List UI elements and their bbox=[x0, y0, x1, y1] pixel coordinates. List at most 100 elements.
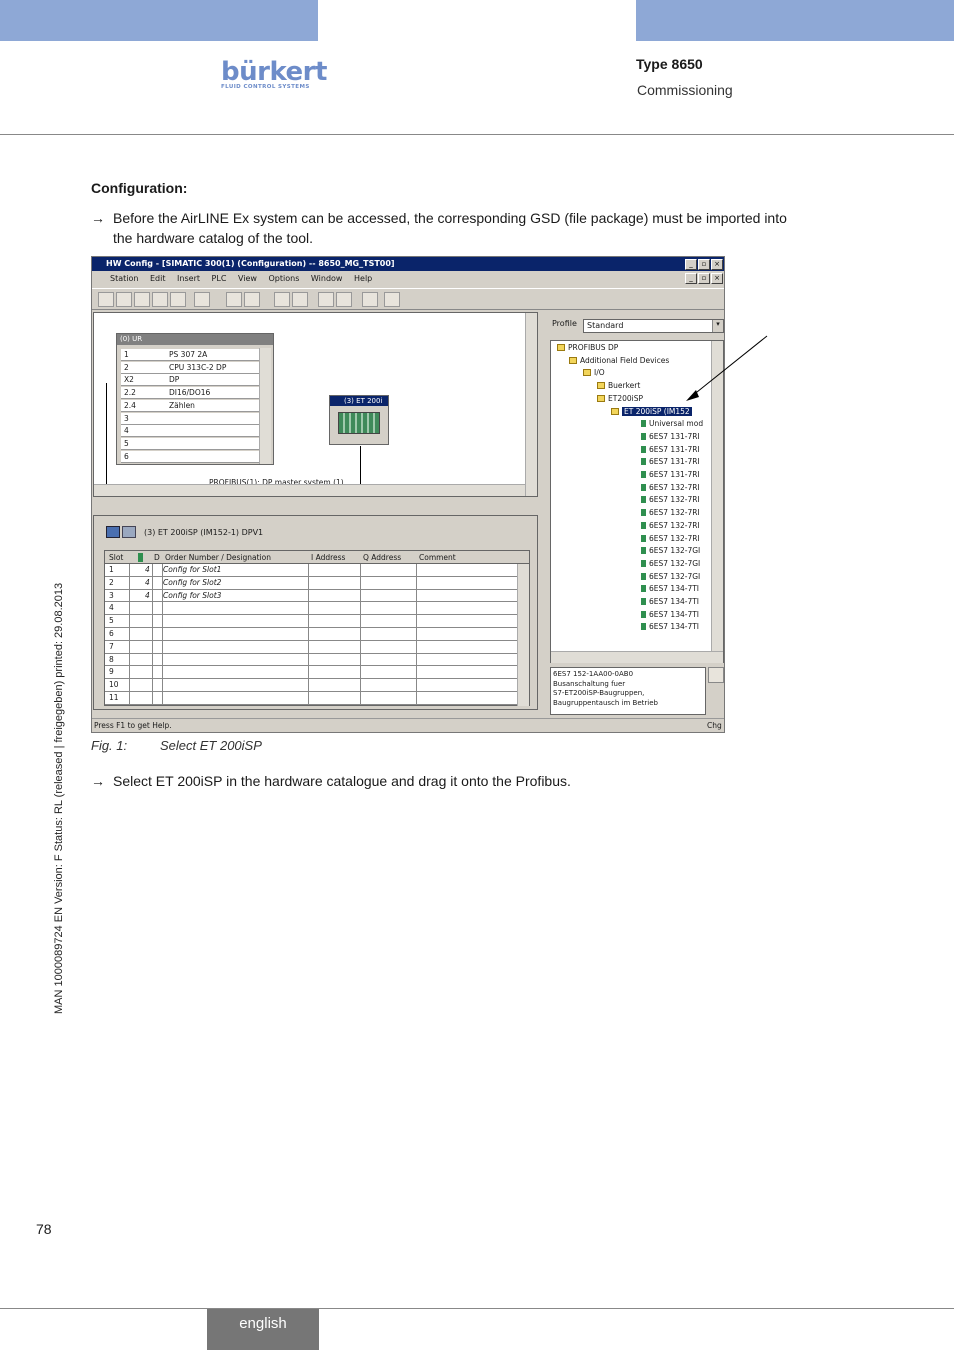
dp-master-label: PROFIBUS(1): DP master system (1) bbox=[209, 478, 344, 487]
menu-station[interactable]: Station bbox=[110, 274, 139, 283]
catalog-tree-item[interactable]: 6ES7 134-7TI bbox=[641, 610, 699, 619]
catalog-tree-item[interactable]: Additional Field Devices bbox=[569, 356, 669, 365]
catalog-tree-item[interactable]: Universal mod bbox=[641, 419, 703, 428]
compile-icon[interactable] bbox=[152, 292, 168, 307]
col-q-address[interactable]: Q Address bbox=[363, 553, 402, 562]
restore-icon[interactable]: ▫ bbox=[698, 259, 710, 270]
forward-arrow-icon[interactable] bbox=[122, 526, 136, 538]
column-divider bbox=[162, 615, 163, 627]
rack-row[interactable]: 4 bbox=[121, 425, 261, 438]
catalog-tree-item[interactable]: 6ES7 131-7RI bbox=[641, 470, 700, 479]
catalog-vscroll[interactable] bbox=[711, 341, 723, 651]
catalog-tree-item[interactable]: 6ES7 134-7TI bbox=[641, 622, 699, 631]
menu-edit[interactable]: Edit bbox=[150, 274, 166, 283]
print-icon[interactable] bbox=[194, 292, 210, 307]
catalog-tree-item[interactable]: 6ES7 132-7GI bbox=[641, 559, 700, 568]
open-icon[interactable] bbox=[116, 292, 132, 307]
rack-row[interactable]: 6 bbox=[121, 450, 261, 463]
table-row[interactable]: 11 bbox=[105, 691, 529, 705]
canvas-vscroll[interactable] bbox=[525, 313, 537, 496]
catalog-icon[interactable] bbox=[318, 292, 334, 307]
help-icon[interactable] bbox=[384, 292, 400, 307]
menu-insert[interactable]: Insert bbox=[177, 274, 200, 283]
et200-station[interactable]: (3) ET 200i bbox=[329, 395, 389, 445]
table-row[interactable]: 7 bbox=[105, 640, 529, 654]
info-toggle-icon[interactable] bbox=[708, 667, 724, 683]
back-arrow-icon[interactable] bbox=[106, 526, 120, 538]
catalog-tree-item[interactable]: 6ES7 132-7GI bbox=[641, 546, 700, 555]
catalog-tree-item[interactable]: 6ES7 132-7RI bbox=[641, 521, 700, 530]
col-slot[interactable]: Slot bbox=[109, 553, 124, 562]
upload-icon[interactable] bbox=[274, 292, 290, 307]
column-divider bbox=[162, 576, 163, 589]
col-designation[interactable]: Order Number / Designation bbox=[165, 553, 271, 562]
catalog-tree-item[interactable]: 6ES7 132-7RI bbox=[641, 508, 700, 517]
table-header: Slot D Order Number / Designation I Addr… bbox=[105, 551, 529, 564]
menu-help[interactable]: Help bbox=[354, 274, 373, 283]
copy-icon[interactable] bbox=[226, 292, 242, 307]
table-scrollbar[interactable] bbox=[517, 564, 529, 706]
catalog-tree-item[interactable]: 6ES7 134-7TI bbox=[641, 597, 699, 606]
catalog-tree-item[interactable]: 6ES7 132-7GI bbox=[641, 572, 700, 581]
catalog-tree-item[interactable]: 6ES7 132-7RI bbox=[641, 495, 700, 504]
menu-window[interactable]: Window bbox=[310, 274, 343, 283]
download-icon[interactable] bbox=[170, 292, 186, 307]
catalog-tree-item[interactable]: Buerkert bbox=[597, 381, 640, 390]
catalog-tree-item[interactable]: I/O bbox=[583, 368, 605, 377]
column-divider bbox=[152, 679, 153, 691]
catalog-tree-item[interactable]: 6ES7 131-7RI bbox=[641, 432, 700, 441]
menu-options[interactable]: Options bbox=[268, 274, 300, 283]
col-comment[interactable]: Comment bbox=[419, 553, 456, 562]
catalog-tree-item[interactable]: ET200iSP bbox=[597, 394, 643, 403]
table-row[interactable]: 4 bbox=[105, 602, 529, 616]
network-icon[interactable] bbox=[362, 292, 378, 307]
canvas-hscroll[interactable] bbox=[94, 484, 525, 496]
folder-icon bbox=[583, 369, 591, 377]
close-icon[interactable]: × bbox=[711, 259, 723, 270]
catalog-tree-item[interactable]: 6ES7 131-7RI bbox=[641, 445, 700, 454]
catalog-hscroll[interactable] bbox=[551, 651, 723, 663]
doc-restore-icon[interactable]: ▫ bbox=[698, 273, 710, 284]
rack-row[interactable]: 5 bbox=[121, 437, 261, 450]
station-icon[interactable] bbox=[292, 292, 308, 307]
table-row[interactable]: 6 bbox=[105, 627, 529, 641]
window-icon[interactable] bbox=[336, 292, 352, 307]
column-divider bbox=[416, 679, 417, 691]
menu-plc[interactable]: PLC bbox=[211, 274, 227, 283]
rack-scrollbar[interactable] bbox=[259, 348, 271, 464]
doc-minimize-icon[interactable]: _ bbox=[685, 273, 697, 284]
folder-icon bbox=[597, 382, 605, 390]
catalog-tree-item[interactable]: 6ES7 131-7RI bbox=[641, 457, 700, 466]
menu-view[interactable]: View bbox=[237, 274, 257, 283]
col-i-address[interactable]: I Address bbox=[311, 553, 346, 562]
table-row[interactable]: 10 bbox=[105, 679, 529, 692]
rack-slot: 1 bbox=[124, 350, 129, 359]
profile-dropdown-icon[interactable]: ▾ bbox=[712, 320, 723, 332]
table-row[interactable]: 5 bbox=[105, 615, 529, 628]
table-row[interactable]: 9 bbox=[105, 666, 529, 680]
new-icon[interactable] bbox=[98, 292, 114, 307]
catalog-tree-item[interactable]: PROFIBUS DP bbox=[557, 343, 618, 352]
catalog-tree-item[interactable]: 6ES7 132-7RI bbox=[641, 534, 700, 543]
catalog-tree-item[interactable]: 6ES7 132-7RI bbox=[641, 483, 700, 492]
profile-select[interactable]: Standard bbox=[583, 319, 724, 333]
doc-close-icon[interactable]: × bbox=[711, 273, 723, 284]
catalog-tree-item[interactable]: ET 200iSP (IM152 bbox=[611, 406, 692, 416]
save-icon[interactable] bbox=[134, 292, 150, 307]
row-d: 4 bbox=[145, 565, 150, 574]
catalog-tree-item[interactable]: 6ES7 134-7TI bbox=[641, 584, 699, 593]
paste-icon[interactable] bbox=[244, 292, 260, 307]
col-d[interactable]: D bbox=[154, 553, 160, 562]
table-row[interactable]: 8 bbox=[105, 653, 529, 667]
minimize-icon[interactable]: _ bbox=[685, 259, 697, 270]
rack-row[interactable]: 3 bbox=[121, 412, 261, 425]
